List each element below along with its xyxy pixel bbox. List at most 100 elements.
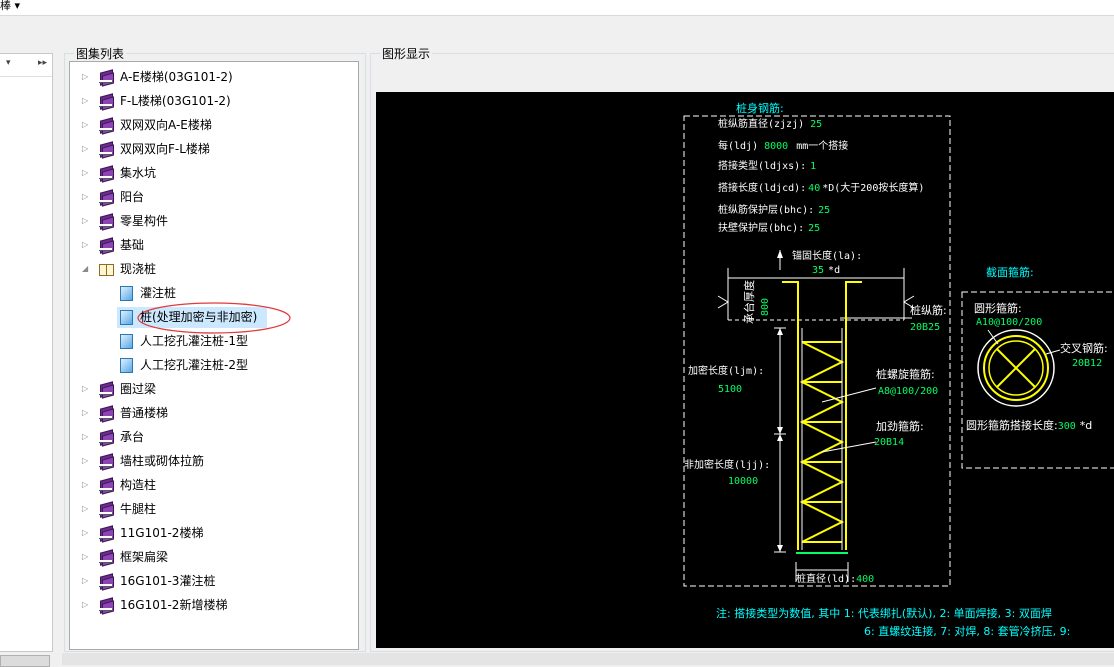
tree-item-label: 16G101-2新增楼梯 (120, 598, 228, 612)
collapsed-arrow-icon[interactable]: ▷ (82, 96, 89, 105)
tree-item[interactable]: ▷ 阳台 (70, 187, 356, 207)
catalog-group (64, 53, 366, 652)
spiral-label: 桩螺旋箍筋: (876, 367, 935, 381)
tree-item-label: 集水坑 (120, 166, 157, 180)
collapsed-arrow-icon[interactable]: ▷ (82, 72, 89, 81)
tree-item-label: 牛腿柱 (120, 502, 157, 516)
section-frame (961, 291, 1114, 469)
tree-item[interactable]: ▷ 框架扁梁 (70, 547, 356, 567)
book-icon (98, 405, 114, 423)
book-icon (98, 549, 114, 567)
bottom-status-strip (62, 653, 1114, 665)
collapsed-arrow-icon[interactable]: ▷ (82, 120, 89, 129)
tree-item-label: 桩(处理加密与非加密) (140, 310, 258, 324)
collapsed-arrow-icon[interactable]: ▷ (82, 576, 89, 585)
collapsed-arrow-icon[interactable]: ▷ (82, 408, 89, 417)
tree-item-label: 构造柱 (120, 478, 157, 492)
collapsed-arrow-icon[interactable]: ▷ (82, 384, 89, 393)
long-bar-value: 20B25 (910, 322, 940, 333)
book-icon (98, 117, 114, 135)
tree-item-label: 人工挖孔灌注桩-1型 (140, 334, 248, 348)
tree-item-label: 框架扁梁 (120, 550, 169, 564)
param-label: 桩纵筋保护层(bhc): (718, 203, 814, 216)
book-icon (98, 453, 114, 471)
cross-label: 交叉钢筋: (1060, 341, 1108, 355)
tree-item[interactable]: ▷墙柱或砌体拉筋 (70, 451, 356, 471)
tree-item[interactable]: ▷ 集水坑 (70, 163, 356, 183)
page-icon (118, 310, 134, 325)
tree-item[interactable]: 灌注桩 (70, 283, 356, 303)
tree-item[interactable]: ▷基础 (70, 235, 356, 255)
tree-item[interactable]: 桩(处理加密与非加密) (70, 307, 356, 327)
tree-item[interactable]: ▷F-L楼梯(03G101-2) (70, 91, 356, 111)
book-icon (98, 69, 114, 87)
tree-item[interactable]: ▷ 构造柱 (70, 475, 356, 495)
tree-item[interactable]: ▷ 16G101-2新增楼梯 (70, 595, 356, 615)
collapsed-arrow-icon[interactable]: ▷ (82, 432, 89, 441)
tree-item-label: 阳台 (120, 190, 145, 204)
tree-item[interactable]: ▷16G101-3灌注桩 (70, 571, 356, 591)
tree-item[interactable]: ▷ A-E楼梯(03G101-2) (70, 67, 356, 87)
param-label: 搭接长度(ldjcd): (718, 181, 806, 194)
tree-item[interactable]: ◢现浇桩 (70, 259, 356, 279)
ring-lap-value: 300 (1058, 421, 1076, 432)
collapsed-arrow-icon[interactable]: ▷ (82, 192, 89, 201)
dropdown-arrow-icon[interactable]: ▾ (6, 58, 11, 68)
catalog-tree[interactable]: ▷ A-E楼梯(03G101-2) ▷F-L楼梯(03G101-2) ▷双网双向A-E… (69, 61, 359, 650)
svg-text:桩纵筋直径(zjzj)25: 桩纵筋直径(zjzj)25 (718, 117, 822, 130)
book-icon (98, 597, 114, 615)
spiral-value: A8@100/200 (878, 386, 938, 397)
graphics-title: 图形显示 (380, 45, 433, 62)
book-icon (98, 189, 114, 207)
selection-highlight (117, 307, 267, 328)
tree-item[interactable]: ▷普通楼梯 (70, 403, 356, 423)
svg-text:圆形箍筋搭接长度:300*d: 圆形箍筋搭接长度:300 *d (966, 418, 1092, 432)
tree-item[interactable]: ▷ 牛腿柱 (70, 499, 356, 519)
body-frame (683, 115, 951, 587)
collapsed-arrow-icon[interactable]: ▷ (82, 168, 89, 177)
param-suffix: mm一个搭接 (796, 139, 848, 152)
collapsed-arrow-icon[interactable]: ▷ (82, 240, 89, 249)
cap-value: 800 (760, 298, 771, 316)
tree-item[interactable]: ▷零星构件 (70, 211, 356, 231)
tree-item[interactable]: 人工挖孔灌注桩-2型 (70, 355, 356, 375)
collapsed-arrow-icon[interactable]: ▷ (82, 600, 89, 609)
ring-lap-label: 圆形箍筋搭接长度: (966, 418, 1058, 432)
anchor-suffix: *d (828, 265, 840, 276)
svg-text:桩纵筋保护层(bhc):25: 桩纵筋保护层(bhc):25 (718, 203, 830, 216)
collapsed-arrow-icon[interactable]: ▷ (82, 480, 89, 489)
tree-item[interactable]: 人工挖孔灌注桩-1型 (70, 331, 356, 351)
tree-item[interactable]: ▷ 圈过梁 (70, 379, 356, 399)
param-label: 搭接类型(ldjxs): (718, 159, 806, 172)
tree-item-label: 圈过梁 (120, 382, 157, 396)
collapsed-arrow-icon[interactable]: ▷ (82, 528, 89, 537)
param-suffix: *D(大于200按长度算) (822, 181, 924, 194)
param-value: 25 (808, 223, 820, 234)
menu-item-partial[interactable]: 棒 ▾ (0, 0, 21, 12)
svg-text:搭接长度(ldjcd):40*D(大于200按长度算): 搭接长度(ldjcd):40*D(大于200按长度算) (718, 181, 924, 194)
anchor-value: 35 (812, 265, 824, 276)
tree-item[interactable]: ▷11G101-2楼梯 (70, 523, 356, 543)
tree-item[interactable]: ▷双网双向A-E楼梯 (70, 115, 356, 135)
ring-lap-suffix: *d (1080, 419, 1092, 432)
collapsed-arrow-icon[interactable]: ▷ (82, 144, 89, 153)
collapsed-arrow-icon[interactable]: ▷ (82, 456, 89, 465)
tree-item-label: A-E楼梯(03G101-2) (120, 70, 233, 84)
param-label: 扶壁保护层(bhc): (718, 221, 804, 234)
tree-item-label: 灌注桩 (140, 286, 177, 300)
book-icon (98, 501, 114, 519)
collapsed-arrow-icon[interactable]: ▷ (82, 216, 89, 225)
expand-arrows-icon[interactable]: ▸▸ (38, 58, 48, 68)
bottom-left-scrollbar[interactable] (0, 655, 50, 667)
book-icon (98, 165, 114, 183)
collapsed-arrow-icon[interactable]: ▷ (82, 504, 89, 513)
page-icon (118, 358, 134, 373)
tree-item[interactable]: ▷双网双向F-L楼梯 (70, 139, 356, 159)
param-label: 桩纵筋直径(zjzj) (718, 117, 804, 130)
expanded-arrow-icon[interactable]: ◢ (82, 264, 89, 273)
tree-item[interactable]: ▷承台 (70, 427, 356, 447)
collapsed-arrow-icon[interactable]: ▷ (82, 552, 89, 561)
